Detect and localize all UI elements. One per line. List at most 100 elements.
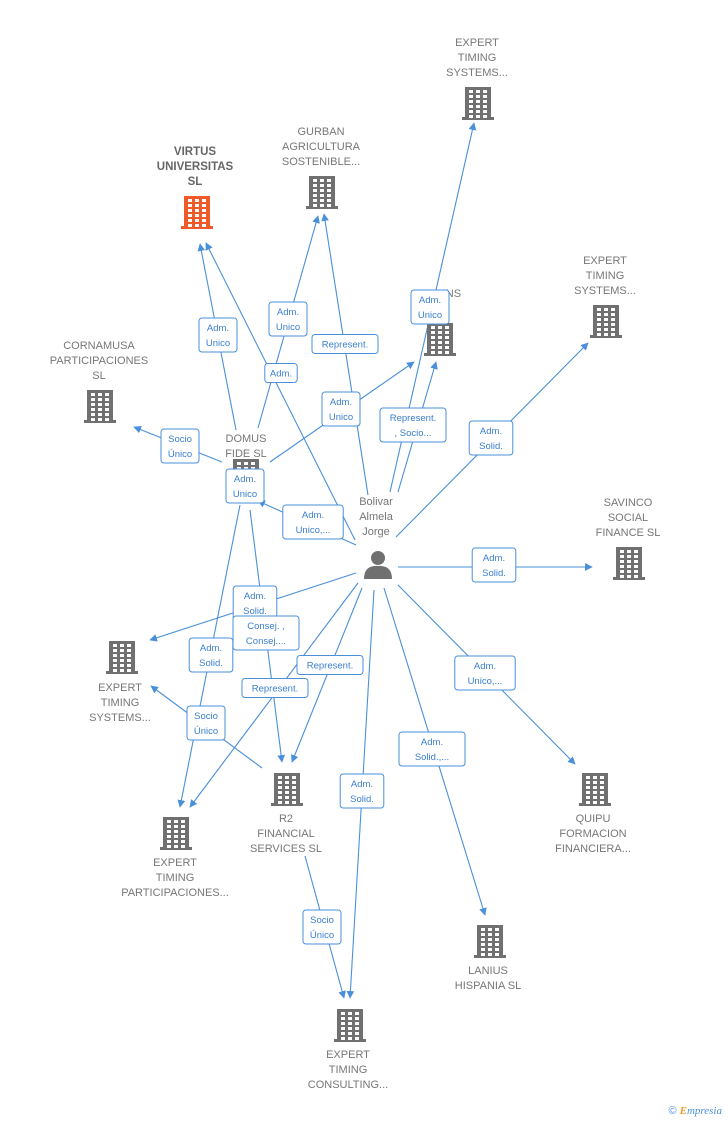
edge-label-domus-hub[interactable]: Adm. Unico: [225, 468, 265, 504]
node-lanius[interactable]: LANIUS HISPANIA SL: [455, 925, 521, 992]
edge-label-text: Adm.: [302, 510, 324, 521]
node-label-expert_part: PARTICIPACIONES...: [121, 887, 229, 899]
node-expert_consult[interactable]: EXPERTTIMINGCONSULTING...: [308, 1009, 388, 1091]
node-label-r2: SERVICES SL: [250, 843, 322, 855]
edge-label-text: Solid.: [482, 568, 506, 579]
edge-label-bolivar-to-gurban[interactable]: Represent.: [311, 334, 379, 354]
person-icon[interactable]: [364, 551, 392, 579]
edge-label-text: Solid.: [199, 658, 223, 669]
edge-label-bolivar-to-virtus[interactable]: Adm.: [264, 363, 298, 383]
node-label-expert_right: EXPERT: [583, 255, 627, 267]
building-icon[interactable]: [84, 390, 116, 423]
node-label-expert_left: SYSTEMS...: [89, 712, 151, 724]
node-label-quipu: FINANCIERA...: [555, 843, 631, 855]
edge-label-bolivar-to-expert_part[interactable]: Represent.: [241, 678, 309, 698]
node-label-quipu: FORMACION: [559, 828, 626, 840]
node-expert_part[interactable]: EXPERT TIMING PARTICIPACIONES...: [121, 817, 229, 899]
building-icon[interactable]: [106, 641, 138, 674]
building-icon[interactable]: [424, 323, 456, 356]
edge-label-text: Adm.: [474, 661, 496, 672]
node-label-expert_part: EXPERT: [153, 857, 197, 869]
edge-label-text: Unico,...: [468, 676, 503, 687]
edge-label-text: Adm.: [330, 397, 352, 408]
node-label-expert_top: SYSTEMS...: [446, 67, 508, 79]
edge-label-text: Único: [194, 726, 218, 737]
edge-label-text: Único: [168, 449, 192, 460]
node-expert_right[interactable]: EXPERTTIMINGSYSTEMS...: [574, 255, 636, 338]
edges-layer: [133, 122, 593, 999]
building-icon[interactable]: [462, 87, 494, 120]
edge-label-bolivar-to-quipu[interactable]: Adm. Unico,...: [454, 655, 516, 691]
node-label-bolivar: Jorge: [362, 526, 390, 538]
node-label-cornamusa: SL: [92, 370, 105, 382]
node-label-gurban: AGRICULTURA: [282, 141, 361, 153]
edge-label-text: Adm.: [351, 779, 373, 790]
building-icon[interactable]: [160, 817, 192, 850]
node-label-savinco: FINANCE SL: [596, 527, 661, 539]
edge-label-bolivar-to-expert_top[interactable]: Adm.Unico: [410, 289, 450, 325]
node-label-bolivar: Almela: [359, 511, 394, 523]
edge-label-bolivar-to-expert_left[interactable]: Adm. Solid.: [232, 585, 278, 621]
node-label-expert_consult: TIMING: [329, 1064, 368, 1076]
building-icon[interactable]: [474, 925, 506, 958]
edge-label-text: Adm.: [277, 307, 299, 318]
edge-label-bolivar-to-expert_right[interactable]: Adm.Solid.: [468, 420, 514, 456]
node-expert_top[interactable]: EXPERTTIMINGSYSTEMS...: [446, 37, 508, 120]
highlighted-building-icon[interactable]: [181, 196, 213, 229]
node-label-expert_part: TIMING: [156, 872, 195, 884]
footer-brand[interactable]: © Empresia: [668, 1105, 722, 1117]
building-icon[interactable]: [306, 176, 338, 209]
edge-label-text: Unico: [329, 412, 353, 423]
node-label-savinco: SAVINCO: [604, 497, 653, 509]
edge-label-text: Unico,...: [296, 525, 331, 536]
node-label-lanius: LANIUS: [468, 965, 508, 977]
edge-label-text: Socio: [168, 434, 192, 445]
edge-label-text: Adm.: [244, 591, 266, 602]
edge-label-domus-to-virtus[interactable]: Adm.Unico: [198, 317, 238, 353]
building-icon[interactable]: [579, 773, 611, 806]
building-icon[interactable]: [590, 305, 622, 338]
edge-label-bolivar-to-rokins[interactable]: Represent., Socio...: [379, 407, 447, 443]
edge-label-text: Unico: [276, 322, 300, 333]
node-label-expert_left: TIMING: [101, 697, 140, 709]
node-label-expert_top: EXPERT: [455, 37, 499, 49]
edge-label-text: Solid.: [479, 441, 503, 452]
edge-label-bolivar-to-lanius[interactable]: Adm.Solid.,...: [398, 731, 466, 767]
node-quipu[interactable]: QUIPUFORMACIONFINANCIERA...: [555, 773, 631, 855]
edge-bolivar-to-virtus: [205, 242, 356, 541]
edge-label-text: Unico: [206, 338, 230, 349]
edge-label-bolivar-to-savinco[interactable]: Adm. Solid.: [471, 547, 517, 583]
edge-label-text: Represent.: [252, 684, 298, 695]
edge-label-bolivar-to-expert_consult[interactable]: Adm.Solid.: [339, 773, 385, 809]
building-icon[interactable]: [271, 773, 303, 806]
edge-label-domus-to-r2[interactable]: Consej. ,Consej....: [232, 615, 300, 651]
node-label-virtus: SL: [188, 176, 203, 188]
edge-label-bolivar-to-cornamusa[interactable]: Adm. Unico,...: [282, 504, 344, 540]
edge-label-domus-to-expert_part[interactable]: Adm.Solid.: [188, 637, 234, 673]
edge-label-text: Solid.: [243, 606, 267, 617]
edge-label-text: Adm.: [419, 295, 441, 306]
building-icon[interactable]: [334, 1009, 366, 1042]
edge-label-domus-to-rokins[interactable]: Adm. Unico: [321, 391, 361, 427]
node-gurban[interactable]: GURBANAGRICULTURASOSTENIBLE...: [282, 126, 361, 209]
node-label-cornamusa: CORNAMUSA: [63, 340, 135, 352]
edge-label-text: Adm.: [483, 553, 505, 564]
edge-label-text: Unico: [233, 489, 257, 500]
node-label-expert_left: EXPERT: [98, 682, 142, 694]
node-expert_left[interactable]: EXPERT TIMING SYSTEMS...: [89, 641, 151, 724]
edge-label-domus-to-gurban[interactable]: Adm. Unico: [268, 301, 308, 337]
edge-label-text: Adm.: [234, 474, 256, 485]
edge-label-text: Único: [310, 930, 334, 941]
node-label-lanius: HISPANIA SL: [455, 980, 521, 992]
building-icon[interactable]: [613, 547, 645, 580]
edge-label-text: Represent.: [307, 661, 353, 672]
edge-label-bolivar-to-r2[interactable]: Represent.: [296, 655, 364, 675]
